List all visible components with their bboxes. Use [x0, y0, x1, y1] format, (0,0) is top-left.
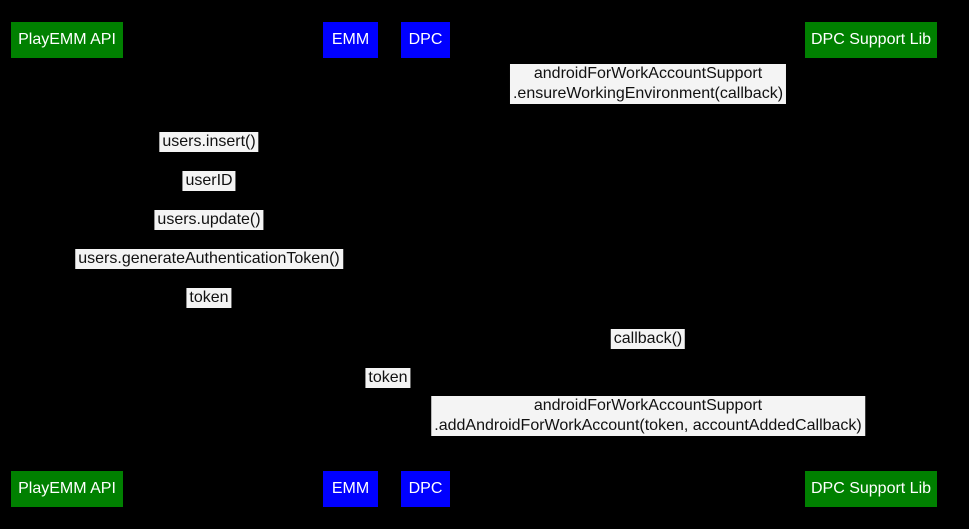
actor-dpc-support-lib-bottom: DPC Support Lib — [805, 471, 937, 507]
message-text-line: users.generateAuthenticationToken() — [78, 250, 340, 267]
message-text-line: androidForWorkAccountSupport — [533, 397, 763, 414]
message-text-line: users.insert() — [162, 133, 256, 150]
message-label-callback: callback() — [610, 329, 686, 349]
message-label-users-generate-authentication-token: users.generateAuthenticationToken() — [75, 249, 343, 269]
message-label-ensure-working-environment: androidForWorkAccountSupport .ensureWorki… — [509, 64, 787, 104]
message-text-line: .addAndroidForWorkAccount(token, account… — [434, 417, 862, 434]
message-label-user-id: userID — [182, 171, 236, 191]
actor-playemm-api-top: PlayEMM API — [11, 22, 123, 58]
actor-dpc-support-lib-top: DPC Support Lib — [805, 22, 937, 58]
message-text-line: token — [189, 289, 229, 306]
message-label-token-to-emm: token — [186, 288, 232, 308]
message-label-add-android-for-work-account: androidForWorkAccountSupport .addAndroidF… — [431, 396, 865, 436]
actor-playemm-api-bottom: PlayEMM API — [11, 471, 123, 507]
actor-dpc-bottom: DPC — [401, 471, 450, 507]
message-label-users-update: users.update() — [154, 210, 264, 230]
message-text-line: .ensureWorkingEnvironment(callback) — [512, 85, 784, 102]
message-text-line: androidForWorkAccountSupport — [533, 65, 763, 82]
message-label-users-insert: users.insert() — [159, 132, 259, 152]
message-text-line: callback() — [613, 330, 683, 347]
actor-emm-bottom: EMM — [323, 471, 378, 507]
actor-emm-top: EMM — [323, 22, 378, 58]
message-text-line: token — [368, 369, 408, 386]
message-text-line: userID — [185, 172, 233, 189]
message-text-line: users.update() — [157, 211, 261, 228]
message-label-token-to-dpc: token — [365, 368, 411, 388]
actor-dpc-top: DPC — [401, 22, 450, 58]
